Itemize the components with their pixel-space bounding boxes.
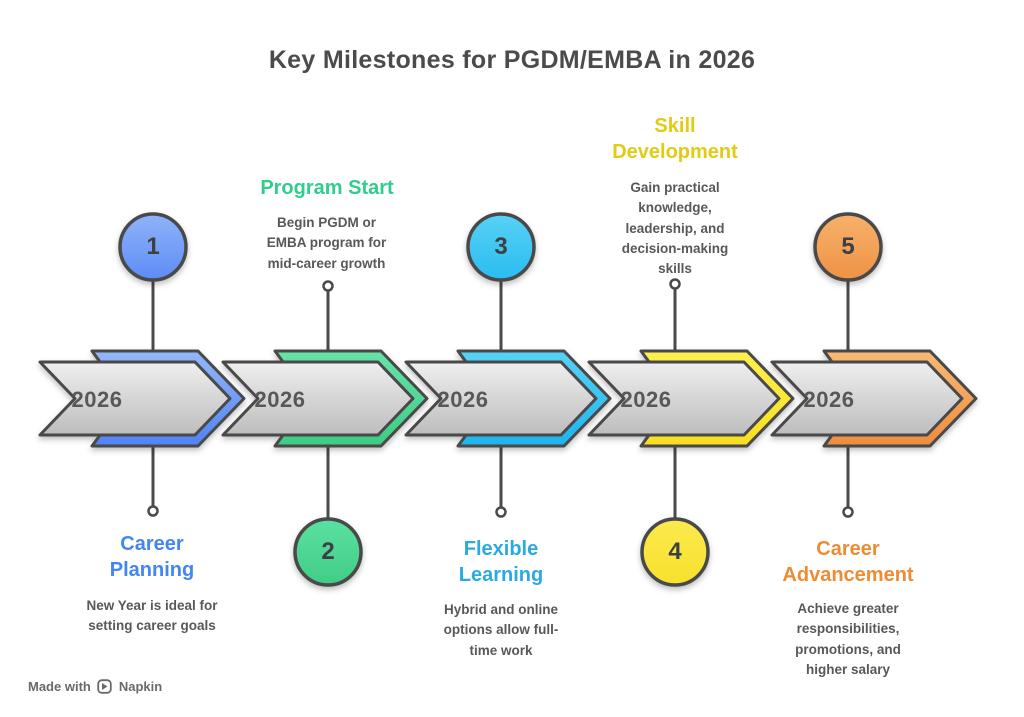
timeline-segment-4-yellow (587, 349, 795, 448)
milestone-circle-1 (118, 212, 188, 282)
milestone-title-flexible-learning: Flexible Learning (458, 538, 544, 587)
milestone-number: 5 (841, 233, 855, 260)
arrow-body (404, 360, 598, 437)
milestone-number: 1 (146, 233, 160, 260)
napkin-logo-icon (97, 679, 112, 694)
milestone-description: Achieve greater responsibilities, promot… (795, 601, 901, 677)
arrow-body (221, 360, 415, 437)
milestone-circle-3 (466, 212, 536, 282)
milestone-title-skill-development: Skill Development (612, 115, 738, 164)
year-label: 2026 (803, 387, 855, 412)
made-with-label: Made with (28, 679, 91, 694)
timeline-segment-2-green (221, 349, 429, 448)
milestone-description: New Year is ideal for setting career goa… (86, 598, 218, 634)
timeline-segment-1-blue (38, 349, 246, 448)
connector-dots (147, 278, 854, 518)
connector-dot (147, 505, 159, 517)
connector-dot (322, 280, 334, 292)
brand-label: Napkin (118, 679, 163, 694)
milestone-number: 2 (321, 538, 335, 565)
milestone-description: Begin PGDM or EMBA program for mid-caree… (266, 215, 387, 271)
page-title: Key Milestones for PGDM/EMBA in 2026 (268, 46, 756, 74)
year-label: 2026 (437, 387, 489, 412)
footer-credit[interactable]: Made with Napkin (28, 679, 162, 694)
year-label: 2026 (71, 387, 123, 412)
year-label: 2026 (620, 387, 672, 412)
milestone-description: Hybrid and online options allow full-tim… (443, 602, 559, 658)
milestone-description: Gain practical knowledge, leadership, an… (621, 180, 729, 276)
milestone-circle-5 (813, 212, 883, 282)
timeline-segment-3-cyan (404, 349, 612, 448)
milestone-title-program-start: Program Start (260, 177, 394, 199)
connector-dot (669, 278, 681, 290)
milestone-title-career-advancement: Career Advancement (782, 538, 914, 587)
arrow-body (587, 360, 781, 437)
milestone-number: 4 (668, 538, 682, 565)
arrow-body (770, 360, 964, 437)
milestone-number: 3 (494, 233, 508, 260)
milestone-title-career-planning: Career Planning (109, 533, 195, 582)
connector-dot (495, 506, 507, 518)
year-label: 2026 (254, 387, 306, 412)
milestone-circle-2 (293, 517, 363, 587)
connector-dot (842, 506, 854, 518)
arrow-body (38, 360, 232, 437)
milestone-circle-4 (640, 517, 710, 587)
timeline-segment-5-orange (770, 349, 978, 448)
